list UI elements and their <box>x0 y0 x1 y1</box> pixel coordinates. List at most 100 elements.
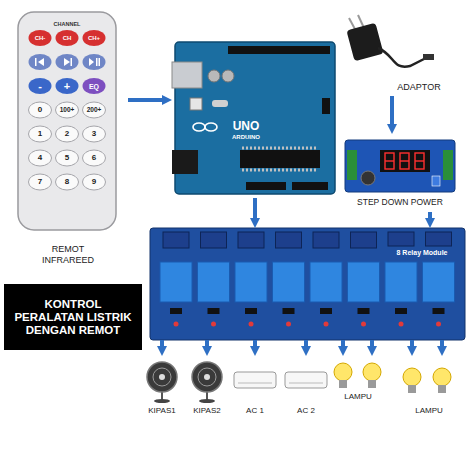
remote-button <box>56 174 79 190</box>
step-down-board <box>345 140 455 192</box>
label-box: EQ <box>84 82 104 91</box>
display-segment <box>415 160 424 161</box>
node-label: KIPAS2 <box>186 406 228 416</box>
text-box: KIPAS2 <box>186 406 228 416</box>
button-label: - <box>30 80 50 93</box>
arrow-connector <box>341 340 345 350</box>
inductor <box>361 171 375 185</box>
relay <box>423 262 455 302</box>
arduino-drawing <box>172 42 335 194</box>
play-icon <box>89 58 94 66</box>
terminal-block <box>276 232 302 248</box>
remote-button <box>83 174 106 190</box>
fan-grille <box>198 368 216 386</box>
label-box: 9 <box>84 177 104 187</box>
status-led <box>286 322 291 327</box>
label-box: 2 <box>57 129 77 139</box>
text-box: AC 2 <box>282 406 330 416</box>
node-label: STEP DOWN POWER <box>340 197 460 207</box>
button-label: EQ <box>84 82 104 91</box>
potentiometer <box>432 176 440 186</box>
remote-button <box>56 126 79 142</box>
air-conditioner: AC 2 <box>282 356 330 420</box>
pause-icon <box>99 58 101 66</box>
fan: KIPAS1 <box>140 356 184 420</box>
arrow-connector <box>410 340 414 350</box>
arduino-logo <box>193 123 205 131</box>
ac-unit <box>285 372 327 388</box>
button-label: 2 <box>57 129 77 139</box>
arrow-connector <box>205 340 209 350</box>
status-led <box>399 322 404 327</box>
step-down-drawing <box>345 140 455 192</box>
ir-remote: REMOT INFRAREED <box>8 8 128 270</box>
status-led <box>361 322 366 327</box>
status-led <box>211 322 216 327</box>
remote-button <box>29 150 52 166</box>
button-label: 4 <box>30 153 50 163</box>
fan-hub <box>159 374 165 380</box>
button-label: 7 <box>30 177 50 187</box>
terminal-block <box>313 232 339 248</box>
pause-icon <box>96 58 98 66</box>
remote-button <box>29 126 52 142</box>
relay-module-drawing <box>150 228 465 340</box>
fan-hub <box>204 374 210 380</box>
adaptor-drawing <box>346 15 434 67</box>
icsp-header <box>322 98 330 114</box>
label-box: 200+ <box>83 106 105 115</box>
arrow-connector <box>370 340 374 350</box>
button-label: 8 <box>57 177 77 187</box>
label-box: CH+ <box>83 34 105 42</box>
button-label: 9 <box>84 177 104 187</box>
ac-drawing <box>234 372 327 388</box>
dc-plug <box>423 54 434 60</box>
label-box: 1 <box>30 129 50 139</box>
label-box: 8 <box>57 177 77 187</box>
label-box: 100+ <box>56 106 78 115</box>
terminal-block <box>443 150 453 180</box>
fan-stand <box>206 392 208 400</box>
text-box: 8 Relay Module <box>384 249 460 257</box>
text-box: LAMPU <box>398 406 460 416</box>
fan-grille <box>147 362 177 392</box>
label-box: 0 <box>30 105 50 115</box>
button-label: CH <box>56 34 78 42</box>
relay <box>310 262 342 302</box>
button-label: 1 <box>30 129 50 139</box>
optocoupler <box>208 308 220 314</box>
node-label: UNO <box>224 120 268 133</box>
chip-pins <box>242 147 318 150</box>
lamp-pair: LAMPU <box>332 356 384 406</box>
display-segment <box>400 153 409 169</box>
node-label: LAMPU <box>332 392 384 402</box>
button-label: 6 <box>84 153 104 163</box>
remote-button <box>29 78 52 94</box>
node-label: AC 1 <box>231 406 279 416</box>
remote-button <box>83 102 106 118</box>
status-led <box>249 322 254 327</box>
label-box: 7 <box>30 177 50 187</box>
label-box: 6 <box>84 153 104 163</box>
adaptor-body <box>346 23 383 62</box>
button-label: 200+ <box>83 106 105 115</box>
node-label: AC 2 <box>282 406 330 416</box>
pin-header <box>292 182 328 190</box>
label-box: + <box>57 80 77 93</box>
label-box: - <box>30 80 50 93</box>
title-text: KONTROL PERALATAN LISTRIK DENGAN REMOT <box>14 298 132 337</box>
button-label: 3 <box>84 129 104 139</box>
lamp-pair: LAMPU <box>398 356 460 420</box>
power-adaptor: ADAPTOR <box>340 12 452 96</box>
relay <box>235 262 267 302</box>
node-label: REMOT INFRAREED <box>36 244 100 266</box>
fan-grille <box>153 368 171 386</box>
lamp-bulb <box>363 363 381 381</box>
label-box: CHANNEL <box>39 21 95 29</box>
capacitor <box>222 70 234 82</box>
arrow-connector <box>428 212 432 222</box>
arrow-connector <box>160 340 164 350</box>
terminal-block <box>351 232 377 248</box>
